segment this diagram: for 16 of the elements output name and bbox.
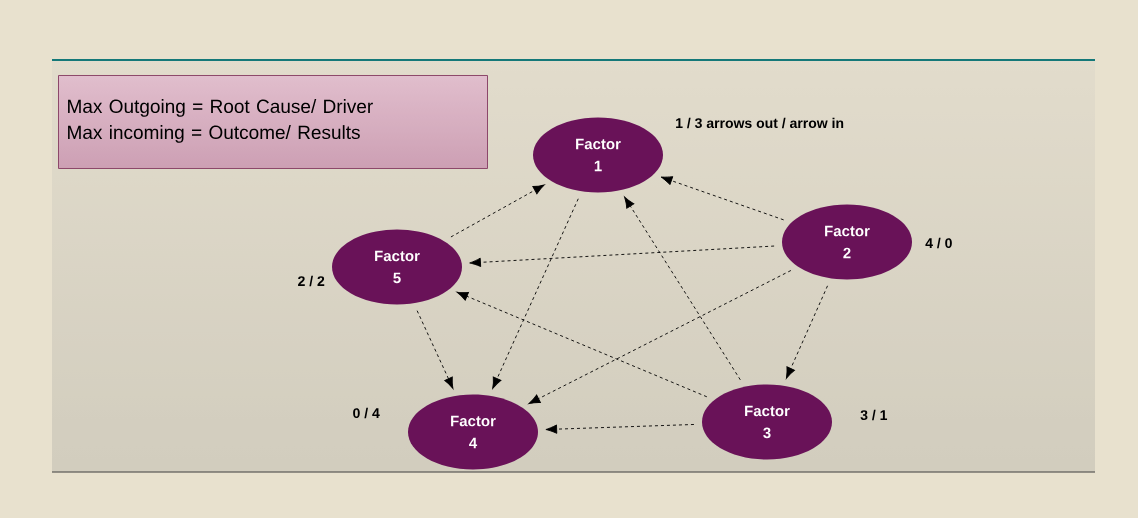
arrow [528, 270, 792, 404]
arrow [545, 424, 695, 434]
arrow [492, 198, 579, 389]
count-label: 3 / 1 [860, 409, 888, 421]
arrow [660, 176, 785, 221]
arrow [785, 285, 828, 379]
note-box: Max Outgoing = Root Cause/ Driver Max incoming = Outcome/ Results [58, 75, 488, 169]
arrow [450, 184, 545, 238]
arrow [456, 291, 708, 398]
count-label: 1 / 3 arrows out / arrow in [676, 117, 844, 129]
arrow [624, 196, 741, 381]
count-label: 2 / 2 [298, 275, 325, 287]
arrow [469, 245, 775, 267]
count-label: 4 / 0 [925, 237, 952, 249]
count-label: 0 / 4 [353, 407, 380, 419]
arrow [416, 310, 454, 389]
